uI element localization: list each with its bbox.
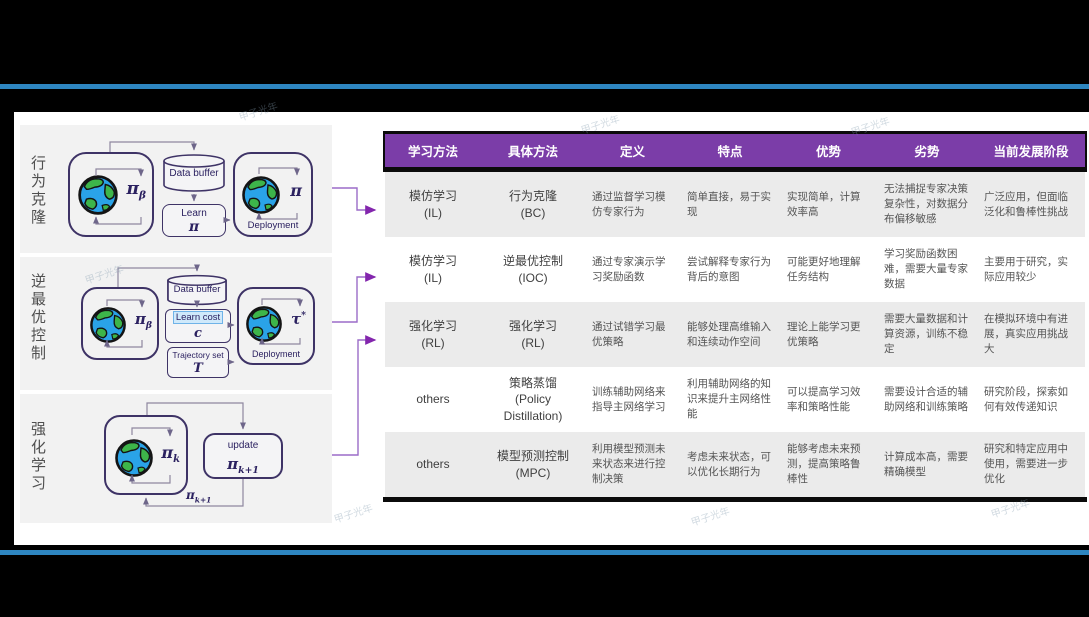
cell-stage: 研究阶段，探索如何有效传递知识 — [984, 385, 1068, 413]
data-buffer-label: Data buffer — [173, 284, 221, 295]
earth-icon — [89, 306, 127, 344]
cell-disadvantages: 需要设计合适的辅助网络和训练策略 — [884, 385, 968, 413]
cell-features: 尝试解释专家行为背后的意图 — [687, 255, 771, 283]
header-cell-disadvantages: 劣势 — [914, 145, 940, 159]
deployment-caption: Deployment — [247, 220, 299, 231]
header-cell-advantages: 优势 — [815, 145, 841, 159]
cell-advantages: 理论上能学习更优策略 — [787, 320, 861, 348]
cell-disadvantages: 需要大量数据和计算资源，训练不稳定 — [884, 313, 968, 355]
cell-features: 利用辅助网络的知识来提升主网络性能 — [687, 378, 771, 420]
table-row: others 模型预测控制(MPC) 利用模型预测未来状态来进行控制决策 考虑未… — [385, 432, 1085, 497]
header-cell-specific: 具体方法 — [507, 145, 558, 159]
top-divider — [0, 84, 1089, 89]
table-header-row: 学习方法 具体方法 定义 特点 优势 劣势 当前发展阶段 — [383, 131, 1087, 172]
table-row: 模仿学习(IL) 逆最优控制(IOC) 通过专家演示学习奖励函数 尝试解释专家行… — [385, 237, 1085, 302]
cost-symbol: c — [194, 326, 202, 341]
policy-symbol: πβ — [126, 179, 146, 202]
earth-icon — [114, 438, 154, 478]
deployment-caption: Deployment — [251, 349, 301, 359]
comparison-table-body: 模仿学习(IL) 行为克隆(BC) 通过监督学习模仿专家行为 简单直接，易于实现… — [385, 172, 1085, 497]
data-buffer-label: Data buffer — [169, 168, 219, 179]
cell-stage: 广泛应用，但面临泛化和鲁棒性挑战 — [984, 190, 1068, 218]
trajectory-set-box: Trajectory set T — [167, 347, 229, 378]
update-label: update — [227, 440, 259, 451]
cell-stage: 主要用于研究，实际应用较少 — [984, 255, 1068, 283]
table-row: 模仿学习(IL) 行为克隆(BC) 通过监督学习模仿专家行为 简单直接，易于实现… — [385, 172, 1085, 237]
cell-advantages: 能够考虑未来预测，提高策略鲁棒性 — [787, 443, 861, 485]
table-row: 强化学习(RL) 强化学习(RL) 通过试错学习最优策略 能够处理高维输入和连续… — [385, 302, 1085, 367]
cell-disadvantages: 计算成本高，需要精确模型 — [884, 450, 968, 478]
policy-symbol: πk — [161, 443, 180, 466]
diagram-label-reinforcement-learning: 强化学习 — [29, 421, 46, 493]
earth-icon — [77, 174, 119, 216]
cell-specific: 强化学习(RL) — [508, 319, 557, 350]
header-cell-stage: 当前发展阶段 — [993, 145, 1069, 159]
header-cell-method: 学习方法 — [407, 145, 458, 159]
data-buffer-cylinder-ioc: Data buffer — [166, 274, 228, 306]
cell-method: 模仿学习(IL) — [408, 189, 457, 220]
deployed-policy-symbol: π — [290, 181, 302, 200]
header-cell-definition: 定义 — [619, 145, 645, 159]
learn-label: Learn — [181, 208, 207, 219]
data-buffer-cylinder-bc: Data buffer — [162, 153, 226, 193]
table-bottom-border — [383, 497, 1087, 502]
cell-features: 能够处理高维输入和连续动作空间 — [687, 320, 771, 348]
diagram-label-inverse-optimal-control: 逆最优控制 — [29, 273, 46, 363]
cell-stage: 研究和特定应用中使用，需要进一步优化 — [984, 443, 1068, 485]
cell-specific: 逆最优控制(IOC) — [502, 254, 563, 285]
cell-definition: 利用模型预测未来状态来进行控制决策 — [592, 443, 666, 485]
cell-definition: 通过监督学习模仿专家行为 — [592, 190, 666, 218]
learn-policy-symbol: π — [188, 219, 200, 235]
cell-features: 简单直接，易于实现 — [687, 190, 771, 218]
agent-env-box-ioc-left: πβ — [81, 287, 159, 360]
cell-method: 模仿学习(IL) — [408, 254, 457, 285]
cell-advantages: 实现简单，计算效率高 — [787, 190, 861, 218]
cell-specific: 行为克隆(BC) — [508, 189, 557, 220]
agent-env-box-bc-left: πβ — [68, 152, 154, 237]
update-box-rl: update πk+1 — [203, 433, 283, 479]
trajectory-symbol: T — [193, 361, 203, 376]
cell-definition: 通过专家演示学习奖励函数 — [592, 255, 666, 283]
earth-icon — [245, 305, 283, 343]
cell-method: others — [416, 392, 450, 407]
cell-definition: 通过试错学习最优策略 — [592, 320, 666, 348]
cell-specific: 策略蒸馏(Policy Distillation) — [503, 376, 563, 423]
cell-disadvantages: 学习奖励函数困难，需要大量专家数据 — [884, 248, 968, 290]
bottom-divider — [0, 550, 1089, 555]
learn-box-bc: Learn π — [162, 204, 226, 237]
cell-method: others — [416, 457, 450, 472]
cell-advantages: 可以提高学习效率和策略性能 — [787, 385, 861, 413]
table-row: others 策略蒸馏(Policy Distillation) 训练辅助网络来… — [385, 367, 1085, 432]
loop-policy-symbol: πk+1 — [186, 488, 212, 505]
deployment-box-bc: π Deployment — [233, 152, 313, 237]
learn-cost-box: Learn cost c — [165, 309, 231, 343]
cell-stage: 在模拟环境中有进展，真实应用挑战大 — [984, 313, 1068, 355]
policy-symbol: πβ — [134, 310, 152, 331]
cell-disadvantages: 无法捕捉专家决策复杂性，对数据分布偏移敏感 — [884, 183, 968, 225]
diagram-label-behavior-cloning: 行为克隆 — [29, 155, 46, 227]
deployment-box-ioc: τ* Deployment — [237, 287, 315, 365]
trajectory-star-symbol: τ* — [291, 310, 306, 328]
agent-env-box-rl: πk — [104, 415, 188, 495]
cell-features: 考虑未来状态，可以优化长期行为 — [687, 450, 771, 478]
learn-cost-label: Learn cost — [172, 311, 224, 324]
cell-definition: 训练辅助网络来指导主网络学习 — [592, 385, 666, 413]
earth-icon — [241, 175, 281, 215]
cell-specific: 模型预测控制(MPC) — [496, 449, 569, 480]
header-cell-features: 特点 — [717, 145, 743, 159]
trajectory-set-label: Trajectory set — [172, 350, 224, 360]
cell-method: 强化学习(RL) — [408, 319, 457, 350]
cell-advantages: 可能更好地理解任务结构 — [787, 255, 861, 283]
updated-policy-symbol: πk+1 — [227, 455, 259, 476]
